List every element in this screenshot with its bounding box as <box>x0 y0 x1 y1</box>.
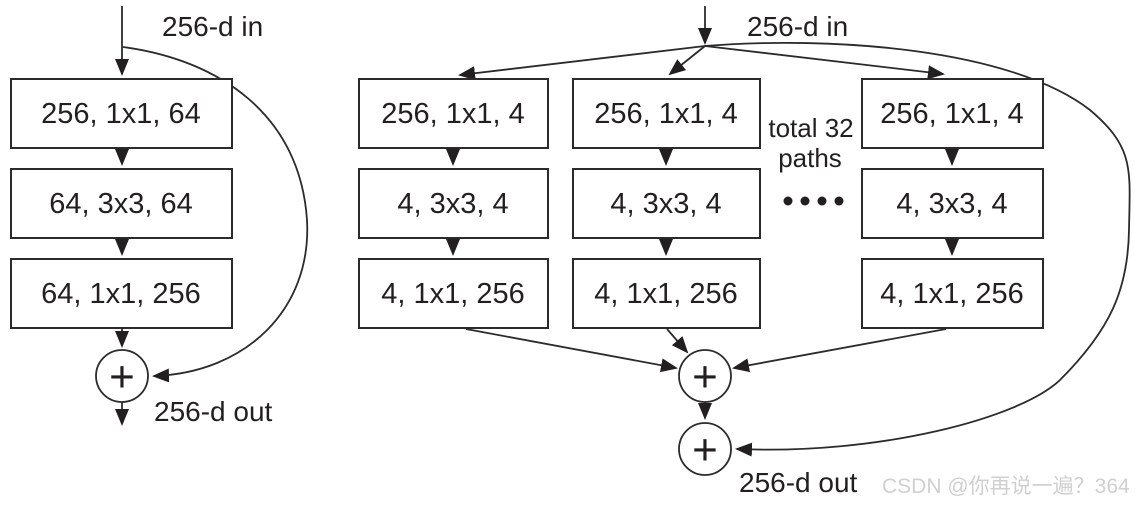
right-split-arrow-branch2 <box>668 45 706 76</box>
branch1-conv1-label: 256, 1x1, 4 <box>381 98 525 130</box>
left-conv2-box <box>10 168 233 239</box>
branch1-conv3-label: 4, 1x1, 256 <box>381 278 525 310</box>
branch2-arrow-to-sum <box>666 328 689 354</box>
left-conv2-label: 64, 3x3, 64 <box>49 188 193 220</box>
branch2-conv3-label: 4, 1x1, 256 <box>594 278 738 310</box>
right-branch-2: 256, 1x1, 4 4, 3x3, 4 4, 1x1, 256 <box>572 78 761 354</box>
right-branch-1: 256, 1x1, 4 4, 3x3, 4 4, 1x1, 256 <box>358 78 678 373</box>
right-output-label: 256-d out <box>739 467 858 498</box>
ellipsis-dot-2 <box>800 196 810 206</box>
total-paths-note-line2: paths <box>778 143 842 173</box>
branch3-arrow-to-sum <box>732 328 947 373</box>
branch3-conv3-box <box>861 258 1044 329</box>
branch3-conv2-label: 4, 3x3, 4 <box>896 188 1007 220</box>
csdn-watermark: CSDN @你再说一遍？364 <box>882 475 1130 498</box>
right-branch-3: 256, 1x1, 4 4, 3x3, 4 4, 1x1, 256 <box>732 78 1044 373</box>
ellipsis-dot-4 <box>834 196 844 206</box>
branch3-conv3-label: 4, 1x1, 256 <box>880 278 1024 310</box>
ellipsis-dot-3 <box>817 196 827 206</box>
branch2-conv3-box <box>572 258 761 329</box>
left-output-label: 256-d out <box>154 396 273 427</box>
branch3-conv1-label: 256, 1x1, 4 <box>880 98 1024 130</box>
branch2-conv2-box <box>572 168 761 239</box>
right-plus-bottom-icon: + <box>692 426 718 475</box>
branch2-conv2-label: 4, 3x3, 4 <box>610 188 721 220</box>
ellipsis-dot-1 <box>783 196 793 206</box>
left-conv1-label: 256, 1x1, 64 <box>41 98 201 130</box>
left-skip-connection-arrow <box>122 46 309 383</box>
branch1-conv2-label: 4, 3x3, 4 <box>397 188 508 220</box>
right-sum-node-bottom <box>678 422 732 476</box>
branch2-conv1-label: 256, 1x1, 4 <box>594 98 738 130</box>
total-paths-note-line1: total 32 <box>768 113 853 143</box>
right-split-arrow-branch3 <box>704 45 945 80</box>
branch2-conv1-box <box>572 78 761 149</box>
right-input-label: 256-d in <box>747 11 848 42</box>
branch3-conv2-box <box>861 168 1044 239</box>
left-block: 256-d in 256, 1x1, 64 64, 3x3, 64 64, 1x… <box>10 6 309 427</box>
right-skip-connection-arrow <box>704 41 1131 457</box>
branch1-conv3-box <box>358 258 549 329</box>
right-block: 256-d in 256, 1x1, 4 4, 3x3, 4 4, 1x1, 2… <box>358 6 1131 498</box>
left-conv3-label: 64, 1x1, 256 <box>41 278 201 310</box>
branch1-conv2-box <box>358 168 549 239</box>
left-conv1-box <box>10 78 233 149</box>
branch1-arrow-to-sum <box>465 328 678 373</box>
right-split-arrow-branch1 <box>458 45 706 81</box>
left-input-label: 256-d in <box>162 11 263 42</box>
left-conv3-box <box>10 258 233 329</box>
right-plus-top-icon: + <box>692 353 718 402</box>
ellipsis-dots-icon <box>783 196 844 206</box>
left-plus-icon: + <box>109 353 135 402</box>
